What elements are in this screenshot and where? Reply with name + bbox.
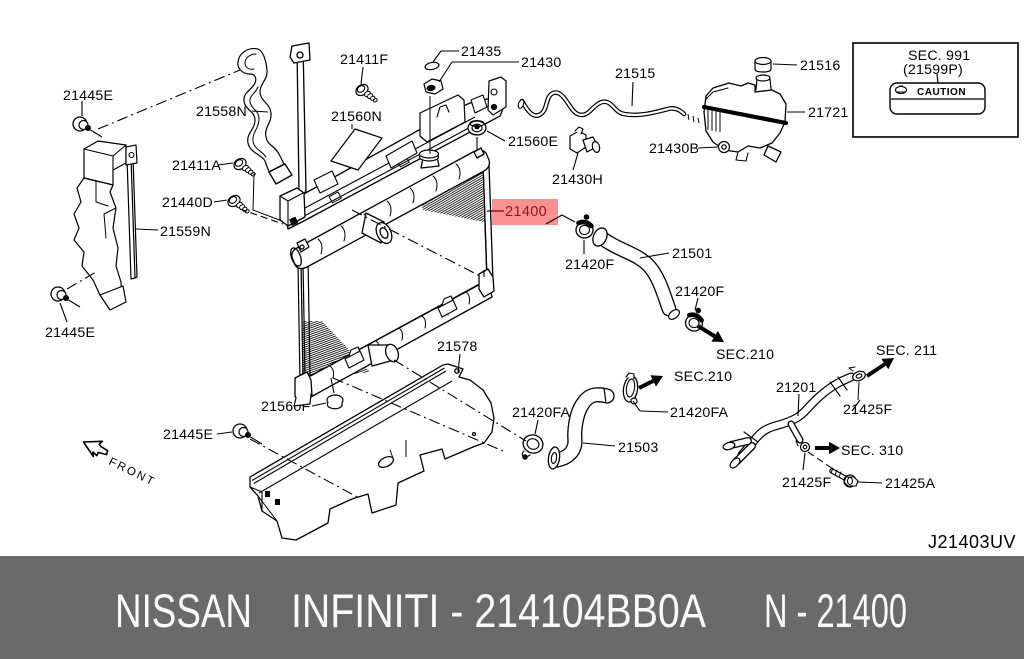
svg-text:(21599P): (21599P) xyxy=(903,62,963,78)
svg-text:21435: 21435 xyxy=(461,44,501,60)
svg-text:21420F: 21420F xyxy=(565,257,614,273)
svg-text:21425F: 21425F xyxy=(843,402,892,418)
svg-text:21445E: 21445E xyxy=(163,427,213,443)
svg-text:FRONT: FRONT xyxy=(107,456,158,489)
svg-text:INFINITI - 214104BB0A: INFINITI - 214104BB0A xyxy=(291,584,707,637)
svg-text:J21403UV: J21403UV xyxy=(928,532,1016,552)
svg-text:21445E: 21445E xyxy=(63,88,113,104)
svg-text:21503: 21503 xyxy=(618,440,658,456)
svg-text:SEC.210: SEC.210 xyxy=(716,347,774,363)
svg-text:SEC. 991: SEC. 991 xyxy=(908,48,970,64)
svg-text:21420FA: 21420FA xyxy=(512,405,571,421)
svg-text:21578: 21578 xyxy=(437,339,477,355)
svg-text:21515: 21515 xyxy=(615,66,655,82)
svg-text:21400: 21400 xyxy=(505,204,547,220)
svg-text:SEC. 211: SEC. 211 xyxy=(876,343,937,359)
svg-text:21516: 21516 xyxy=(800,58,840,74)
svg-text:21721: 21721 xyxy=(808,105,848,121)
svg-text:21430H: 21430H xyxy=(552,172,603,188)
svg-text:21559N: 21559N xyxy=(160,224,211,240)
svg-text:21430B: 21430B xyxy=(649,141,699,157)
svg-text:21440D: 21440D xyxy=(162,195,213,211)
svg-text:21420F: 21420F xyxy=(675,284,724,300)
svg-text:21501: 21501 xyxy=(672,246,712,262)
svg-text:N - 21400: N - 21400 xyxy=(764,584,907,637)
svg-text:SEC.210: SEC.210 xyxy=(674,369,732,385)
svg-text:21430: 21430 xyxy=(521,55,561,71)
svg-text:21445E: 21445E xyxy=(45,325,95,341)
svg-text:21411F: 21411F xyxy=(340,52,388,68)
svg-text:21425F: 21425F xyxy=(782,475,831,491)
svg-text:21558N: 21558N xyxy=(196,104,247,120)
svg-text:NISSAN: NISSAN xyxy=(115,584,252,637)
svg-text:21560N: 21560N xyxy=(331,109,382,125)
svg-text:21420FA: 21420FA xyxy=(670,405,729,421)
svg-text:21425A: 21425A xyxy=(885,476,935,492)
svg-text:CAUTION: CAUTION xyxy=(917,87,966,98)
svg-text:21201: 21201 xyxy=(776,380,816,396)
svg-text:21411A: 21411A xyxy=(172,158,221,174)
svg-text:SEC. 310: SEC. 310 xyxy=(841,443,903,459)
svg-text:21560E: 21560E xyxy=(508,134,558,150)
